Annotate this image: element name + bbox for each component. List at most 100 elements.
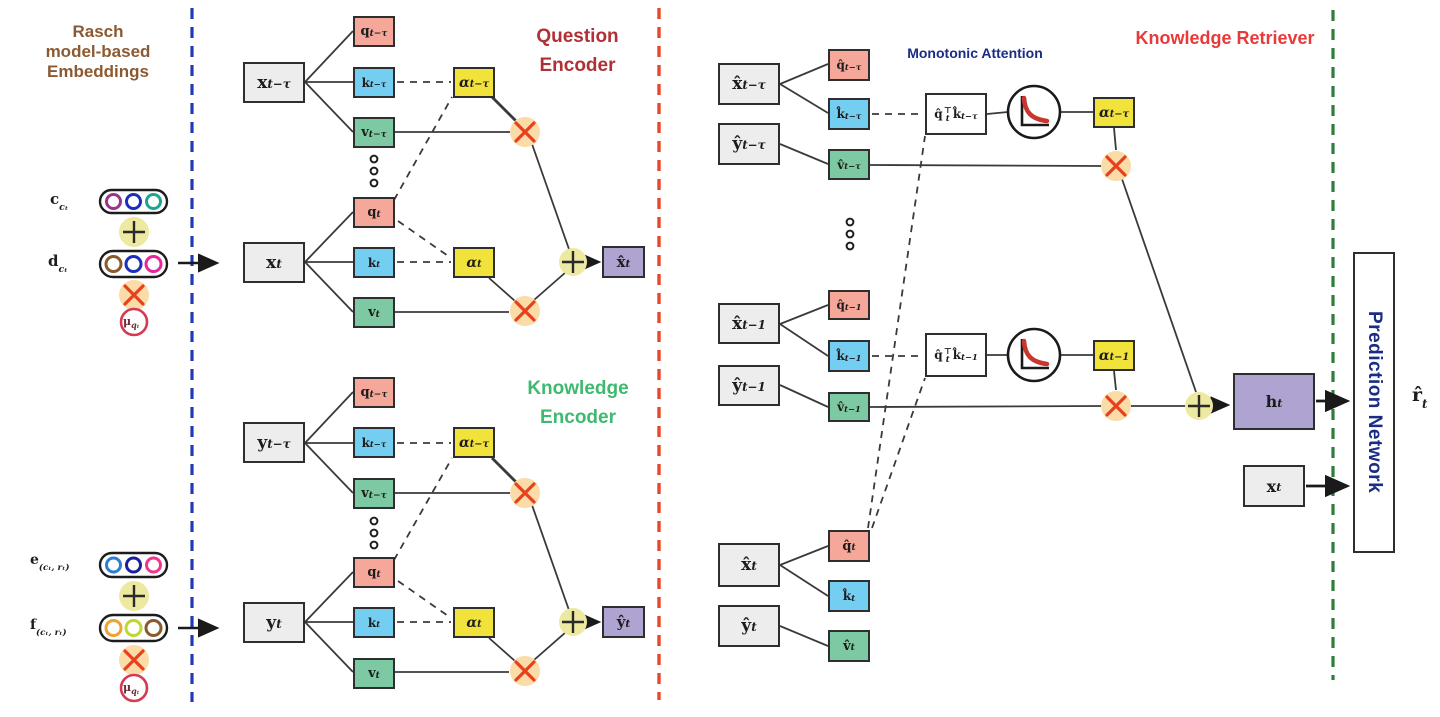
qe-output-x-hat: x̂t xyxy=(602,246,645,278)
knowledge-retriever-title: Knowledge Retriever xyxy=(1135,28,1315,48)
title-line: Rasch xyxy=(72,22,124,41)
times-icon xyxy=(510,656,540,686)
kr-value-prev: v̂t−τ xyxy=(828,149,870,180)
c-embedding-pill-icon xyxy=(98,188,169,215)
question-encoder-glyphs xyxy=(369,117,587,326)
ellipsis-dot xyxy=(845,241,855,251)
kr-key-prev: k̂t−τ xyxy=(828,98,870,130)
f-embedding-pill-icon xyxy=(98,613,169,643)
rasch-embedding-glyphs xyxy=(98,188,220,703)
monotonic-attention-label: Monotonic Attention xyxy=(907,45,1043,61)
title-line: Knowledge xyxy=(527,378,629,399)
d-embedding-pill-icon xyxy=(98,249,169,279)
prediction-network-label: Prediction Network xyxy=(1364,311,1385,494)
knowledge-encoder-title: Knowledge Encoder xyxy=(505,374,651,432)
times-icon xyxy=(119,280,149,310)
ellipsis-dot xyxy=(845,229,855,239)
kr-key-t1: k̂t−1 xyxy=(828,340,870,372)
ellipsis-dot xyxy=(845,217,855,227)
title-line: Encoder xyxy=(539,55,616,76)
times-icon xyxy=(1101,391,1131,421)
plus-icon xyxy=(119,217,149,247)
output-r-hat-label: r̂t xyxy=(1412,384,1428,411)
decay-curve-icon xyxy=(1006,327,1062,383)
plus-icon xyxy=(559,248,587,276)
times-icon xyxy=(119,645,149,675)
e-embedding-label: e(cₜ, rₜ) xyxy=(30,552,70,573)
kr-input-x-hat-t: x̂t xyxy=(718,543,780,587)
mu-label: μqₜ xyxy=(123,681,140,697)
ellipsis-dot xyxy=(369,528,379,538)
knowledge-encoder-wires xyxy=(304,391,602,673)
kr-key-t: k̂t xyxy=(828,580,870,612)
prediction-network-box: Prediction Network xyxy=(1353,252,1395,553)
title-line: Embeddings xyxy=(46,62,149,81)
title-line: Encoder xyxy=(539,407,617,428)
knowledge-retriever-wires xyxy=(779,63,1351,647)
ellipsis-dot xyxy=(369,540,379,550)
ellipsis-dot xyxy=(369,154,379,164)
knowledge-encoder-glyphs xyxy=(369,478,587,686)
times-icon xyxy=(510,478,540,508)
decay-curve-icon xyxy=(1006,84,1062,140)
e-embedding-pill-icon xyxy=(98,551,169,579)
times-icon xyxy=(1101,151,1131,181)
kr-query-t1: q̂t−1 xyxy=(828,290,870,320)
kr-query-prev: q̂t−τ xyxy=(828,49,870,81)
ellipsis-dot xyxy=(369,166,379,176)
plus-icon xyxy=(119,581,149,611)
knowledge-retriever-glyphs xyxy=(845,84,1213,421)
d-embedding-label: dcₜ xyxy=(48,252,68,275)
c-embedding-label: ccₜ xyxy=(50,190,69,213)
ellipsis-dot xyxy=(369,178,379,188)
kr-value-t: v̂t xyxy=(828,630,870,662)
ellipsis-dot xyxy=(369,516,379,526)
question-encoder-title: Question Encoder xyxy=(510,22,645,80)
mu-label: μqₜ xyxy=(123,315,140,331)
mu-circle-icon xyxy=(119,307,149,337)
question-encoder-wires xyxy=(304,30,602,313)
title-line: Question xyxy=(536,26,619,47)
section-separators xyxy=(190,8,1335,702)
plus-icon xyxy=(1185,392,1213,420)
kr-value-t1: v̂t−1 xyxy=(828,392,870,422)
kr-input-x-hat-t1: x̂t−1 xyxy=(718,303,780,344)
rasch-embeddings-title: Rasch model-based Embeddings xyxy=(18,22,178,82)
title-line: model-based xyxy=(45,42,151,61)
times-icon xyxy=(510,296,540,326)
kr-query-t: q̂t xyxy=(828,530,870,562)
times-icon xyxy=(510,117,540,147)
plus-icon xyxy=(559,608,587,636)
kr-input-x-hat-prev: x̂t−τ xyxy=(718,63,780,105)
